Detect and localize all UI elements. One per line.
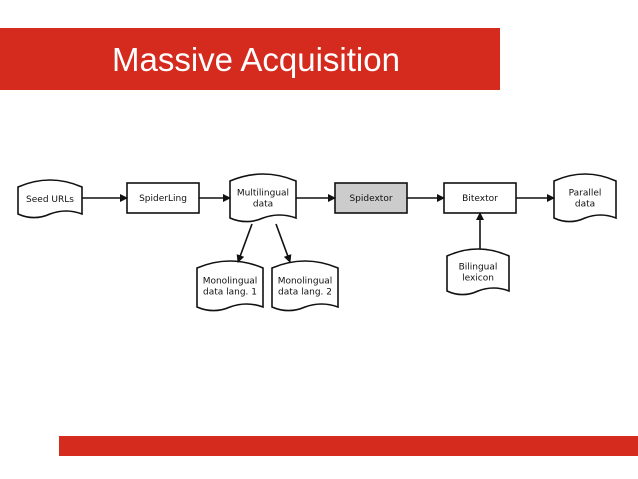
node-mono2-label-0: Monolingual: [278, 277, 333, 287]
node-parallel-shape: [553, 173, 617, 223]
slide-title: Massive Acquisition: [112, 41, 400, 78]
node-spidextor-shape: [334, 182, 408, 214]
node-mono2-label-1: data lang. 2: [278, 288, 332, 298]
node-spidextor: Spidextor: [334, 182, 408, 214]
node-lexicon-label-0: Bilingual: [459, 263, 498, 273]
node-mono1-shape: [196, 260, 264, 312]
node-bitextor: Bitextor: [443, 182, 517, 214]
node-spiderling: SpiderLing: [126, 182, 200, 214]
node-multi-label-0: Multilingual: [237, 189, 289, 199]
node-mono1-label-1: data lang. 1: [203, 288, 257, 298]
bottom-bar: [59, 436, 638, 456]
node-parallel-label-1: data: [575, 200, 595, 210]
node-mono2-shape: [271, 260, 339, 312]
edge-multi-to-mono2: [275, 223, 292, 263]
node-multi-shape: [229, 173, 297, 223]
node-lexicon-label-1: lexicon: [462, 274, 494, 284]
node-mono1-label-0: Monolingual: [203, 277, 258, 287]
node-seed: Seed URLs: [17, 179, 83, 219]
node-spidextor-label-0: Spidextor: [349, 194, 392, 204]
node-parallel-label-0: Parallel: [569, 189, 602, 199]
node-lexicon-shape: [446, 248, 510, 296]
node-seed-label-0: Seed URLs: [26, 195, 74, 205]
node-spiderling-shape: [126, 182, 200, 214]
title-bar: [0, 28, 500, 90]
node-multi-label-1: data: [253, 200, 273, 210]
node-bitextor-label-0: Bitextor: [462, 194, 498, 204]
node-spiderling-label-0: SpiderLing: [139, 194, 187, 204]
edge-multi-to-mono1: [236, 223, 253, 263]
node-seed-shape: [17, 179, 83, 219]
